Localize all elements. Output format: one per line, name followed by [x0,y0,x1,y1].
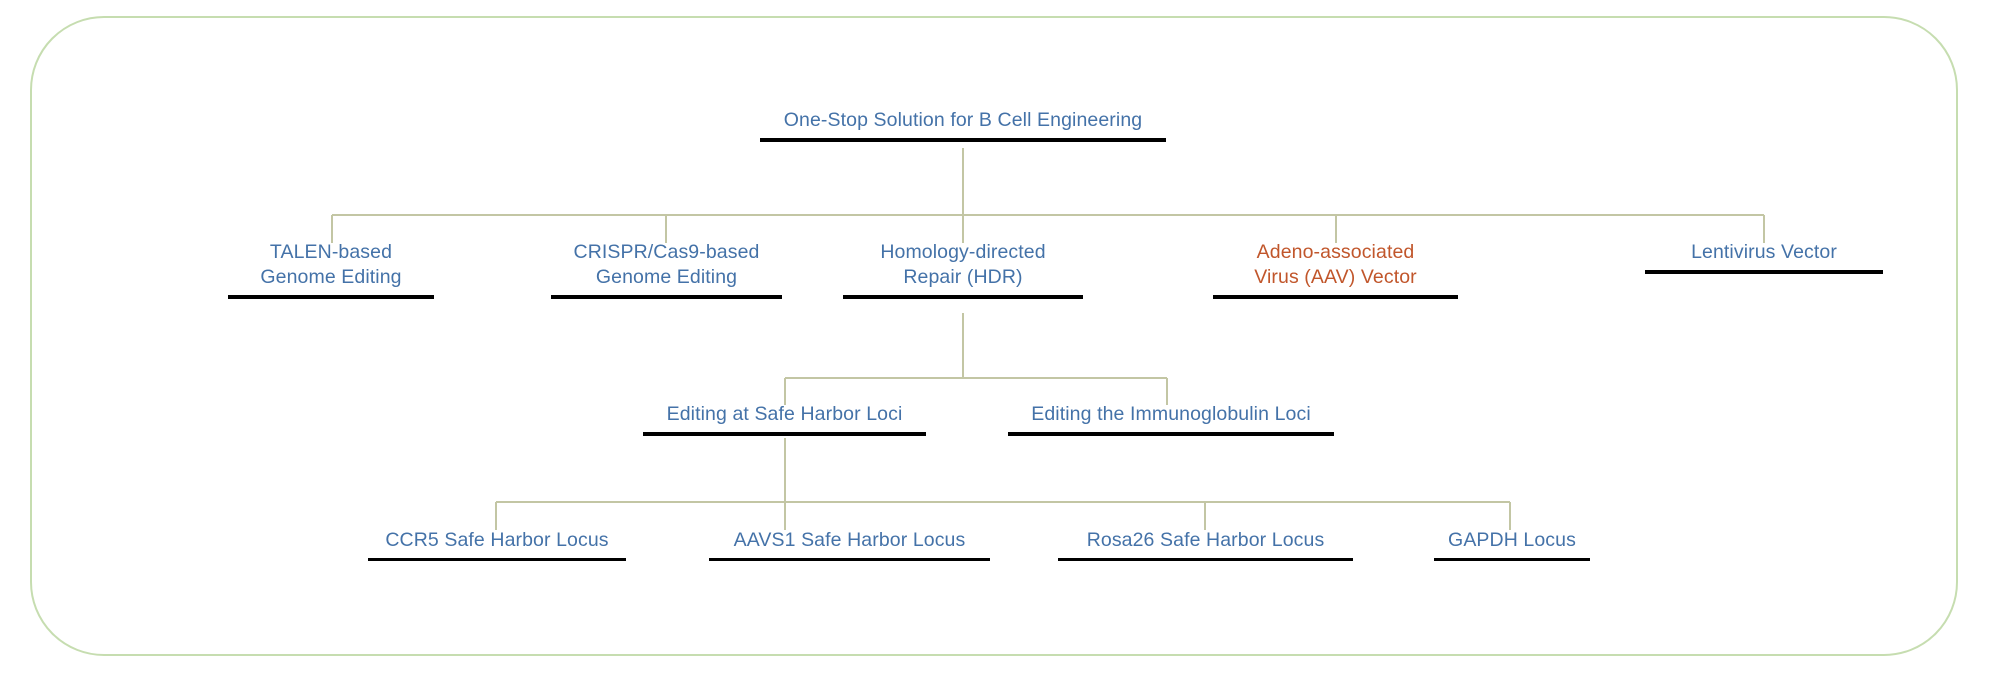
node-root-label: One-Stop Solution for B Cell Engineering [783,109,1143,131]
node-gapdh-label: GAPDH Locus [1448,529,1576,551]
node-root[interactable]: One-Stop Solution for B Cell Engineering [760,108,1166,142]
node-ccr5-safe-harbor-locus[interactable]: CCR5 Safe Harbor Locus [368,528,626,561]
node-aavs1-safe-harbor-locus[interactable]: AAVS1 Safe Harbor Locus [709,528,990,561]
outer-rounded-frame [30,16,1958,656]
node-talen-based-genome-editing[interactable]: TALEN-based Genome Editing [228,240,434,299]
node-aavs1-label: AAVS1 Safe Harbor Locus [733,529,966,551]
node-root-underline [760,138,1166,142]
node-lentivirus-vector[interactable]: Lentivirus Vector [1645,240,1883,274]
node-lentivirus-label: Lentivirus Vector [1691,241,1837,263]
node-editing-at-safe-harbor-loci[interactable]: Editing at Safe Harbor Loci [643,402,926,436]
node-talen-underline [228,295,434,299]
node-rosa26-safe-harbor-locus[interactable]: Rosa26 Safe Harbor Locus [1058,528,1353,561]
node-crispr-underline [551,295,782,299]
node-ccr5-label: CCR5 Safe Harbor Locus [385,529,609,551]
node-gapdh-locus[interactable]: GAPDH Locus [1434,528,1590,561]
node-rosa26-label: Rosa26 Safe Harbor Locus [1086,529,1325,551]
node-adeno-associated-virus-vector[interactable]: Adeno-associated Virus (AAV) Vector [1213,240,1458,299]
node-crispr-label: CRISPR/Cas9-based Genome Editing [573,241,760,288]
node-aav-label: Adeno-associated Virus (AAV) Vector [1254,241,1417,288]
node-hdr-underline [843,295,1083,299]
node-crispr-cas9-based-genome-editing[interactable]: CRISPR/Cas9-based Genome Editing [551,240,782,299]
node-talen-label: TALEN-based Genome Editing [260,241,402,288]
node-rosa26-underline [1058,558,1353,561]
node-editing-the-immunoglobulin-loci[interactable]: Editing the Immunoglobulin Loci [1008,402,1334,436]
node-safe-harbor-underline [643,432,926,436]
node-gapdh-underline [1434,558,1590,561]
node-ig-loci-label: Editing the Immunoglobulin Loci [1031,403,1311,425]
node-hdr-label: Homology-directed Repair (HDR) [880,241,1046,288]
node-aavs1-underline [709,558,990,561]
node-ig-loci-underline [1008,432,1334,436]
node-ccr5-underline [368,558,626,561]
node-safe-harbor-label: Editing at Safe Harbor Loci [666,403,903,425]
node-homology-directed-repair[interactable]: Homology-directed Repair (HDR) [843,240,1083,299]
node-lentivirus-underline [1645,270,1883,274]
node-aav-underline [1213,295,1458,299]
